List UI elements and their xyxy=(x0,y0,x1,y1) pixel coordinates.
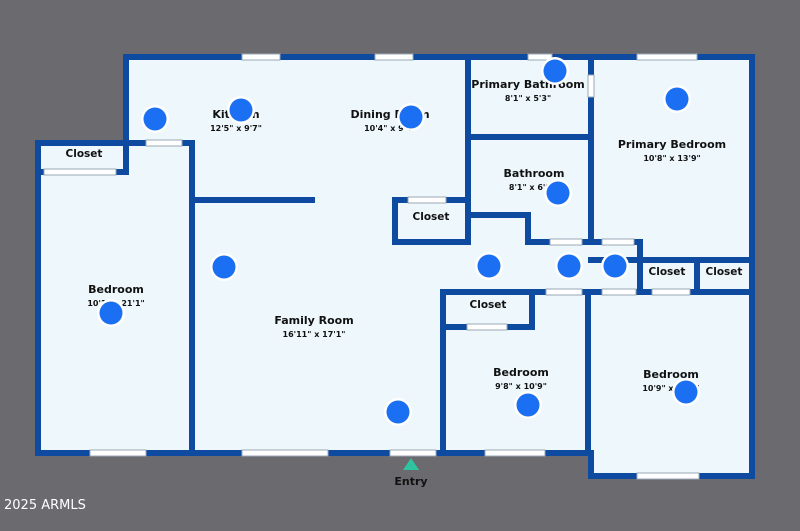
photo-marker-kitchen-left[interactable] xyxy=(141,105,169,133)
closet-labels: Closet Closet Closet Closet Closet xyxy=(66,148,743,311)
bathroom-dims: 8'1" x 6'0" xyxy=(509,183,555,192)
photo-marker-bathroom[interactable] xyxy=(544,179,572,207)
primary-bed-dims: 10'8" x 13'9" xyxy=(643,154,700,163)
family-name: Family Room xyxy=(274,314,353,327)
entry-arrow-icon xyxy=(403,458,419,470)
photo-marker-primary-bed[interactable] xyxy=(663,85,691,113)
windows xyxy=(43,53,700,480)
primary-bath-name: Primary Bathroom xyxy=(471,78,584,91)
bedroom-left-name: Bedroom xyxy=(88,283,144,296)
closet-right-a-label: Closet xyxy=(649,266,686,278)
photo-marker-hall[interactable] xyxy=(475,252,503,280)
kitchen-dims: 12'5" x 9'7" xyxy=(210,124,262,133)
family-dims: 16'11" x 17'1" xyxy=(283,330,346,339)
photo-markers xyxy=(97,57,700,426)
closet-mid-label: Closet xyxy=(470,299,507,311)
bedroom-right-dims: 10'9" x 11'0" xyxy=(642,384,699,393)
bedroom-mid-dims: 9'8" x 10'9" xyxy=(495,382,547,391)
entry: Entry xyxy=(394,458,428,488)
floor-area xyxy=(38,57,752,476)
photo-marker-bedroom-mid[interactable] xyxy=(514,391,542,419)
walls xyxy=(35,54,755,479)
closet-center-label: Closet xyxy=(413,211,450,223)
bathroom-name: Bathroom xyxy=(504,167,565,180)
photo-marker-hall-2[interactable] xyxy=(555,252,583,280)
photo-marker-dining[interactable] xyxy=(397,103,425,131)
photo-marker-hall-3[interactable] xyxy=(601,252,629,280)
photo-marker-kitchen[interactable] xyxy=(227,96,255,124)
copyright-text: 2025 ARMLS xyxy=(4,498,86,513)
bedroom-mid-name: Bedroom xyxy=(493,366,549,379)
closet-left-label: Closet xyxy=(66,148,103,160)
bedroom-right-name: Bedroom xyxy=(643,368,699,381)
dining-dims: 10'4" x 9'4" xyxy=(364,124,416,133)
photo-marker-family-lower[interactable] xyxy=(384,398,412,426)
photo-marker-bedroom-right[interactable] xyxy=(672,378,700,406)
photo-marker-bedroom-left[interactable] xyxy=(97,299,125,327)
primary-bath-dims: 8'1" x 5'3" xyxy=(505,94,551,103)
primary-bed-name: Primary Bedroom xyxy=(618,138,726,151)
closet-right-b-label: Closet xyxy=(706,266,743,278)
photo-marker-primary-bath[interactable] xyxy=(541,57,569,85)
photo-marker-family-upper[interactable] xyxy=(210,253,238,281)
entry-label: Entry xyxy=(394,475,427,488)
